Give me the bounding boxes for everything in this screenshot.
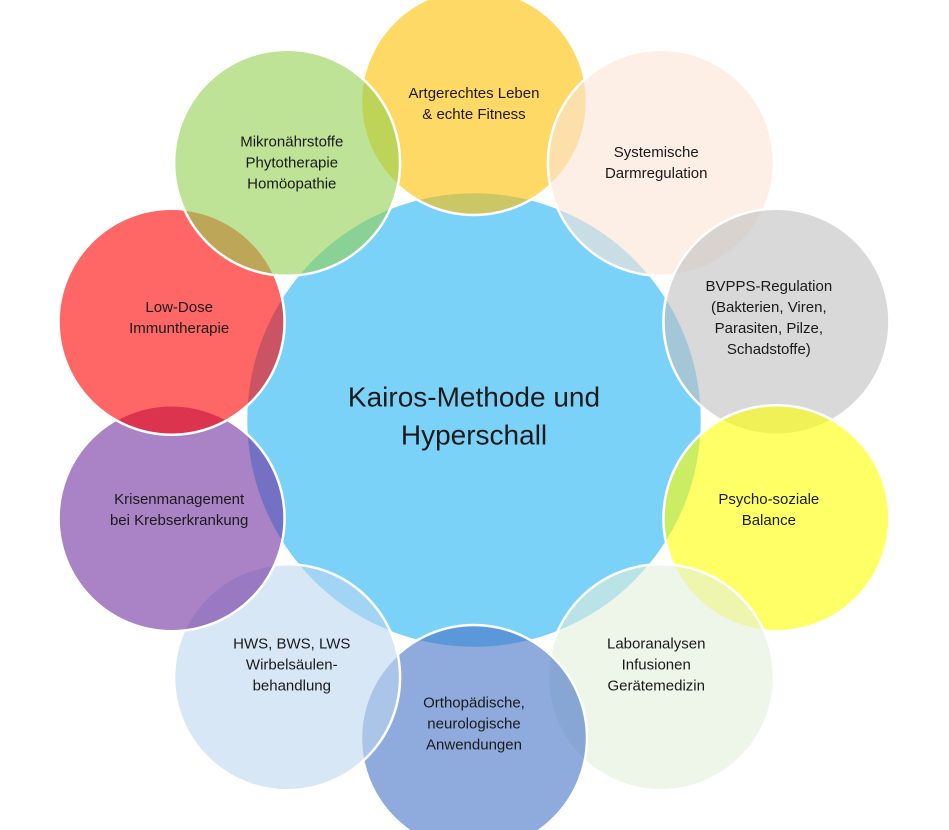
label-bvpps-line: Parasiten, Pilze, — [715, 320, 823, 337]
label-fitness-line: Artgerechtes Leben — [409, 85, 540, 102]
label-bvpps: BVPPS-Regulation (Bakterien, Viren, Parasi… — [705, 278, 832, 358]
label-bvpps-line: Schadstoffe) — [727, 341, 811, 358]
label-psycho-line: Balance — [742, 512, 796, 529]
label-mikro-line: Homöopathie — [247, 176, 336, 193]
label-lowdose-line: Low-Dose — [145, 299, 213, 316]
label-ortho-line: Anwendungen — [426, 737, 522, 754]
label-krisen-line: Krisenmanagement — [114, 491, 245, 508]
circle-hws — [172, 563, 402, 792]
label-krisen-line: bei Krebserkrankung — [110, 512, 248, 529]
label-fitness: Artgerechtes Leben & echte Fitness — [409, 85, 540, 123]
label-labor-line: Infusionen — [622, 656, 691, 673]
center-title-line: Hyperschall — [401, 420, 547, 451]
label-krisen: Krisenmanagement bei Krebserkrankung — [110, 491, 248, 529]
circle-darm — [546, 48, 776, 277]
label-labor-line: Gerätemedizin — [607, 677, 705, 694]
label-darm-line: Systemische — [614, 144, 699, 161]
circle-psycho — [662, 404, 891, 633]
label-labor-line: Laboranalysen — [607, 635, 705, 652]
circle-lowdose — [57, 207, 286, 436]
label-lowdose-line: Immuntherapie — [129, 320, 229, 337]
label-mikro-line: Phytotherapie — [245, 155, 338, 172]
label-hws-line: HWS, BWS, LWS — [233, 635, 350, 652]
label-psycho-line: Psycho-soziale — [718, 491, 819, 508]
label-mikro-line: Mikronährstoffe — [240, 134, 343, 151]
label-hws-line: behandlung — [253, 677, 331, 694]
label-bvpps-line: BVPPS-Regulation — [705, 278, 832, 295]
label-bvpps-line: (Bakterien, Viren, — [711, 299, 827, 316]
circles-layer — [57, 0, 891, 830]
label-darm-line: Darmregulation — [605, 165, 708, 182]
label-fitness-line: & echte Fitness — [422, 106, 525, 123]
label-ortho-line: Orthopädische, — [423, 695, 525, 712]
label-hws: HWS, BWS, LWS Wirbelsäulen-behandlung — [233, 635, 350, 694]
label-hws-line: Wirbelsäulen- — [246, 656, 338, 673]
circle-mikro — [172, 48, 402, 277]
center-title-line: Kairos-Methode und — [348, 382, 600, 413]
label-ortho-line: neurologische — [427, 716, 520, 733]
